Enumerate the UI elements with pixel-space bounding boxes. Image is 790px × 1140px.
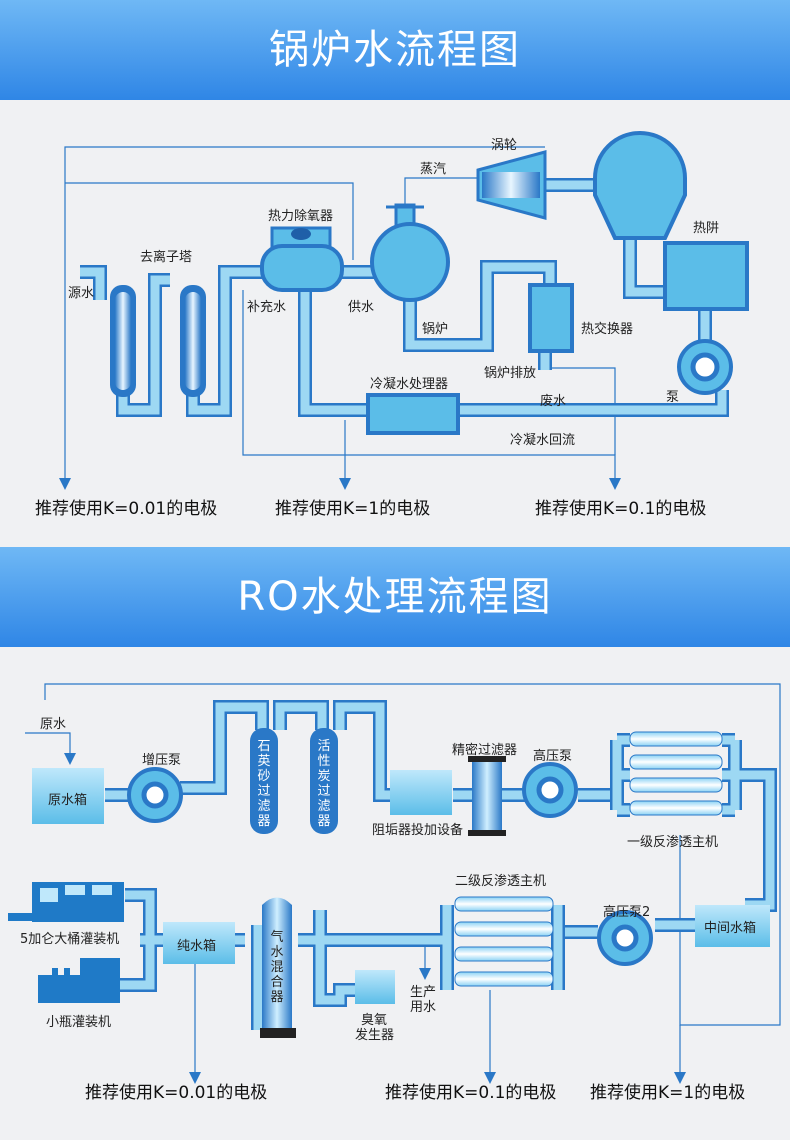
label-boiler: 锅炉: [422, 322, 449, 337]
label-antiscalant: 阻垢器投加设备: [372, 823, 464, 838]
hp-pump-impeller: [536, 776, 564, 804]
heat-exchanger: [528, 283, 574, 353]
label-barrel-filler: 5加仑大桶灌装机: [20, 932, 120, 947]
ro-recommend-3: 推荐使用K=1的电极: [590, 1083, 746, 1103]
boiler-diagram-svg: [59, 131, 749, 490]
bottle-filler-machine: [38, 958, 120, 1003]
label-hot-well: 热阱: [693, 221, 720, 236]
label-precision-filter: 精密过滤器: [452, 743, 518, 758]
precision-filter: [472, 758, 502, 834]
deion-tower-1-inner: [115, 292, 131, 390]
hot-well: [663, 241, 749, 311]
ro-diagram-svg: [8, 683, 781, 1084]
label-gas-mixer: 气水混合器: [270, 930, 284, 1005]
boiler-diagram: 涡轮 蒸汽 热力除氧器 去离子塔 源水 补充水 供水 锅炉 热交换器 热阱 锅炉…: [0, 100, 790, 547]
label-production-2: 用水: [410, 1000, 437, 1015]
label-second-ro: 二级反渗透主机: [455, 874, 547, 889]
label-quartz-filter: 石英砂过滤器: [257, 739, 271, 829]
mixer-base: [260, 1028, 296, 1038]
label-heat-exchanger: 热交换器: [581, 322, 634, 337]
label-hp-pump2: 高压泵2: [603, 905, 651, 920]
label-mid-tank: 中间水箱: [704, 921, 757, 936]
label-pump: 泵: [666, 390, 680, 405]
gas-water-mixer: [262, 897, 292, 1030]
ro-title-banner: RO水处理流程图: [0, 547, 790, 647]
label-first-ro: 一级反渗透主机: [627, 835, 719, 850]
booster-pump-impeller: [141, 781, 169, 809]
ro-title: RO水处理流程图: [237, 574, 553, 620]
condensate-processor: [366, 393, 460, 435]
ozone-generator: [355, 970, 395, 1004]
condenser: [593, 131, 687, 240]
label-raw-water-ro: 原水: [40, 717, 67, 732]
pump-impeller: [690, 352, 720, 382]
deaerator-tank: [260, 244, 344, 292]
label-raw-water: 源水: [68, 286, 95, 301]
barrel-filler-machine: [8, 882, 124, 922]
boiler-title-banner: 锅炉水流程图: [0, 0, 790, 100]
boiler-recommend-1: 推荐使用K=0.01的电极: [35, 499, 218, 519]
second-ro-membranes: [454, 896, 554, 987]
label-deaerator: 热力除氧器: [268, 209, 334, 224]
label-hp-pump: 高压泵: [533, 749, 573, 764]
ro-pipes-fill: [105, 702, 775, 1030]
ro-arrows: [64, 753, 686, 1084]
label-ozone-2: 发生器: [355, 1028, 395, 1043]
label-raw-tank: 原水箱: [48, 793, 88, 808]
signal-lines: [64, 146, 616, 480]
label-blowdown: 锅炉排放: [484, 366, 537, 381]
boiler-arrows: [59, 478, 621, 490]
label-bottle-filler: 小瓶灌装机: [46, 1015, 112, 1030]
label-feed-water: 供水: [348, 300, 375, 315]
label-booster-pump: 增压泵: [142, 753, 182, 768]
ro-recommend-1: 推荐使用K=0.01的电极: [85, 1083, 268, 1103]
label-condensate-return: 冷凝水回流: [510, 433, 576, 448]
boiler-title: 锅炉水流程图: [269, 27, 521, 73]
ro-recommend-2: 推荐使用K=0.1的电极: [385, 1083, 557, 1103]
label-deion-tower: 去离子塔: [140, 250, 193, 265]
deion-tower-2-inner: [185, 292, 201, 390]
hp-pump2-impeller: [611, 924, 639, 952]
precision-filter-base: [468, 830, 506, 836]
first-ro-membranes: [629, 731, 723, 816]
label-waste-water: 废水: [540, 394, 567, 409]
boiler-recommend-3: 推荐使用K=0.1的电极: [535, 499, 707, 519]
deaerator-valve: [291, 228, 311, 240]
label-production-1: 生产: [410, 985, 437, 1000]
precision-filter-cap: [468, 756, 506, 762]
label-condensate-processor: 冷凝水处理器: [370, 377, 449, 392]
label-carbon-filter: 活性炭过滤器: [317, 739, 331, 829]
boiler-recommend-2: 推荐使用K=1的电极: [275, 499, 431, 519]
label-turbine: 涡轮: [491, 138, 518, 153]
pure-water-tank: [163, 922, 235, 964]
label-ozone-1: 臭氧: [361, 1013, 388, 1028]
turbine-rotor: [482, 172, 540, 198]
label-pure-tank: 纯水箱: [177, 939, 217, 954]
boiler-vessel: [370, 222, 450, 302]
ro-diagram: 原水 原水箱 增压泵 石英砂过滤器 活性炭过滤器 阻垢器投加设备 精密过滤器 高…: [0, 647, 790, 1140]
quartz-filter: [250, 728, 278, 834]
antiscalant-device: [390, 770, 452, 815]
label-steam: 蒸汽: [420, 162, 447, 177]
carbon-filter: [310, 728, 338, 834]
label-makeup-water: 补充水: [247, 300, 287, 315]
raw-water-tank: [32, 768, 104, 824]
mid-water-tank: [695, 905, 770, 947]
